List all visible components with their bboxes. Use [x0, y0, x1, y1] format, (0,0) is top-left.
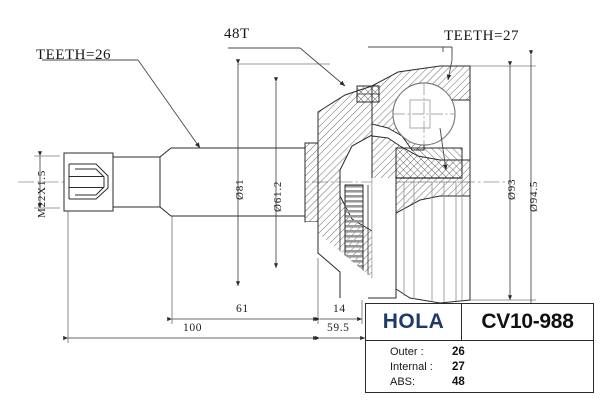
vdim-diameter-94-5: Ø94.5	[528, 180, 540, 212]
linear-dimension-lines	[63, 211, 365, 343]
callout-teeth-right: TEETH=27	[444, 28, 519, 44]
callout-abs-teeth: 48T	[224, 26, 250, 42]
spec-value-outer: 26	[452, 346, 465, 358]
spec-label-internal: Internal :	[390, 361, 433, 373]
inner-race	[395, 147, 463, 179]
dim-length-61: 61	[236, 303, 249, 315]
title-block: HOLA CV10-988 Outer : 26 Internal : 27 A…	[365, 303, 594, 393]
brand-cell: HOLA	[366, 304, 462, 340]
vertical-dimension-lines	[34, 50, 536, 310]
brand-logo-text: HOLA	[382, 310, 445, 333]
part-number-cell: CV10-988	[462, 304, 593, 340]
vdim-diameter-93: Ø93	[506, 178, 518, 200]
spec-value-abs: 48	[452, 376, 465, 388]
vdim-thread-m22: M22X1.5	[36, 169, 48, 218]
title-block-header: HOLA CV10-988	[366, 304, 593, 341]
spec-label-outer: Outer :	[390, 346, 424, 358]
part-number-text: CV10-988	[481, 310, 574, 333]
spec-table: Outer : 26 Internal : 27 ABS: 48	[366, 341, 593, 394]
spec-value-internal: 27	[452, 361, 465, 373]
dim-length-59-5: 59.5	[327, 322, 350, 334]
spec-row-abs: ABS: 48	[390, 375, 593, 390]
vdim-diameter-61-2: Ø61.2	[272, 180, 284, 212]
callout-leaders	[42, 46, 453, 171]
spec-row-internal: Internal : 27	[390, 360, 593, 375]
housing-skirt	[305, 178, 471, 304]
spec-row-outer: Outer : 26	[390, 345, 593, 360]
spec-label-abs: ABS:	[390, 376, 416, 388]
dim-length-14: 14	[333, 303, 346, 315]
bearing-ball	[392, 82, 456, 146]
threaded-shaft-end	[63, 152, 114, 212]
dim-length-100: 100	[183, 322, 203, 334]
callout-teeth-left: TEETH=26	[36, 47, 111, 63]
vdim-diameter-81: Ø81	[234, 178, 246, 200]
